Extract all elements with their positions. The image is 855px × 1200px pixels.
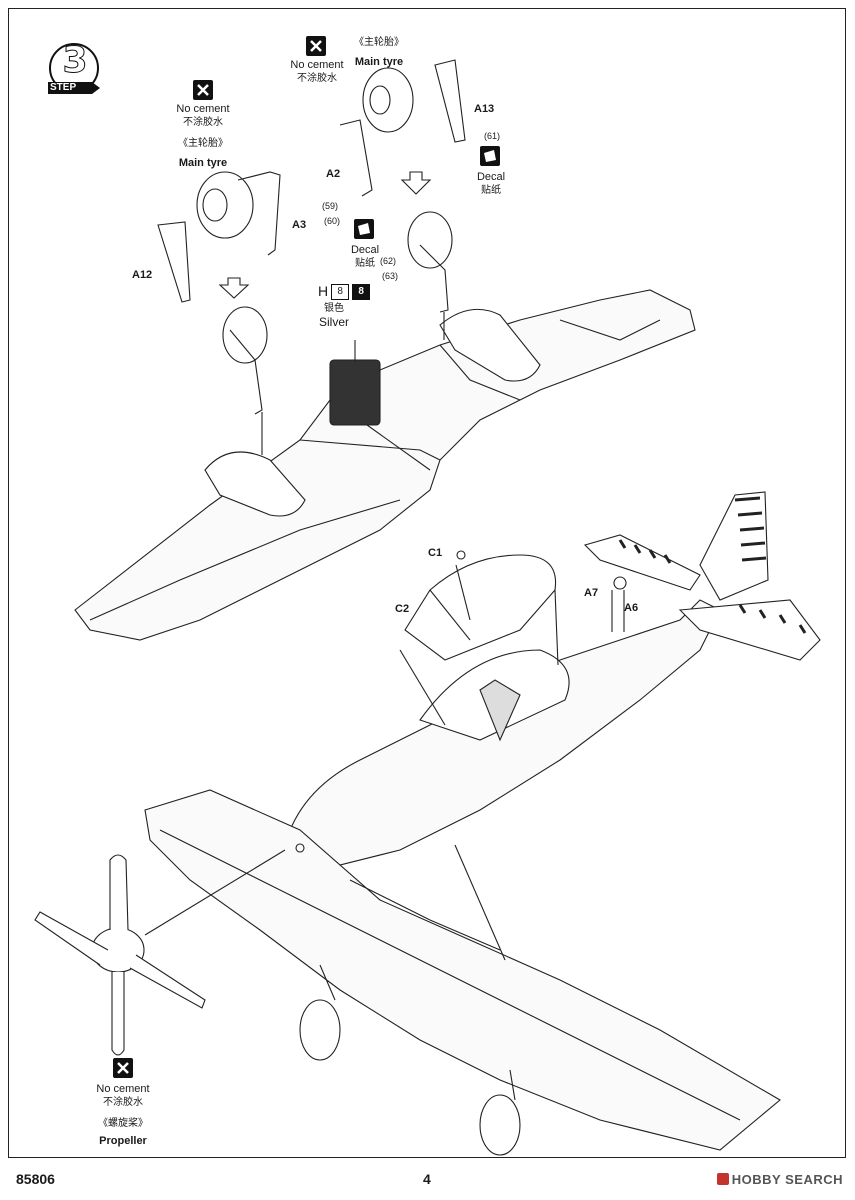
page-number: 4	[423, 1171, 431, 1187]
product-code: 85806	[16, 1171, 55, 1187]
no-cement-label-zh: 不涂胶水	[183, 117, 223, 128]
main-tyre-label-zh: 《主轮胎》	[354, 37, 404, 48]
no-cement-icon	[193, 80, 213, 100]
no-cement-label-en: No cement	[176, 103, 230, 115]
part-a6: A6	[624, 602, 639, 614]
ref-60: (60)	[324, 216, 341, 226]
no-cement-label-zh: 不涂胶水	[297, 73, 337, 84]
watermark-text: HOBBY SEARCH	[731, 1172, 843, 1187]
decal-icon	[480, 146, 500, 166]
page-frame	[8, 8, 846, 1158]
part-a13: A13	[474, 103, 495, 115]
watermark-logo-icon	[716, 1173, 729, 1185]
part-a7: A7	[584, 587, 599, 599]
no-cement-icon	[306, 36, 326, 56]
no-cement-label-zh: 不涂胶水	[103, 1097, 143, 1108]
ref-62: (62)	[380, 256, 397, 266]
propeller-label-en: Propeller	[99, 1135, 147, 1147]
part-a3: A3	[292, 219, 307, 231]
main-tyre-label-en: Main tyre	[178, 157, 228, 169]
no-cement-label-en: No cement	[96, 1083, 150, 1095]
no-cement-icon	[113, 1058, 133, 1078]
no-cement-label-en: No cement	[290, 59, 344, 71]
decal-label-zh: 贴纸	[481, 185, 501, 196]
paint-swatch-dark: 8	[352, 284, 371, 301]
step-number: 3	[62, 40, 88, 82]
step-badge: 3 STEP	[40, 40, 104, 96]
paint-swatch-light: 8	[331, 284, 350, 301]
paint-code: H	[318, 283, 329, 299]
main-tyre-label-en: Main tyre	[354, 56, 404, 68]
ref-59: (59)	[322, 201, 339, 211]
decal-label-en: Decal	[476, 171, 506, 183]
step-badge-icon	[48, 43, 100, 94]
ref-61: (61)	[484, 131, 501, 141]
decal-label-zh: 贴纸	[355, 258, 375, 269]
decal-label-en: Decal	[350, 244, 380, 256]
part-c1: C1	[428, 547, 443, 559]
ref-63: (63)	[382, 271, 399, 281]
paint-label-zh: 银色	[324, 303, 344, 314]
part-a2: A2	[326, 168, 341, 180]
propeller-label-zh: 《螺旋桨》	[98, 1118, 148, 1129]
step-label: STEP	[50, 82, 77, 93]
part-a12: A12	[132, 269, 153, 281]
main-tyre-label-zh: 《主轮胎》	[178, 138, 228, 149]
part-c2: C2	[395, 603, 410, 615]
decal-icon	[354, 219, 374, 239]
watermark: HOBBY SEARCH	[716, 1172, 843, 1187]
paint-label-en: Silver	[318, 315, 349, 329]
